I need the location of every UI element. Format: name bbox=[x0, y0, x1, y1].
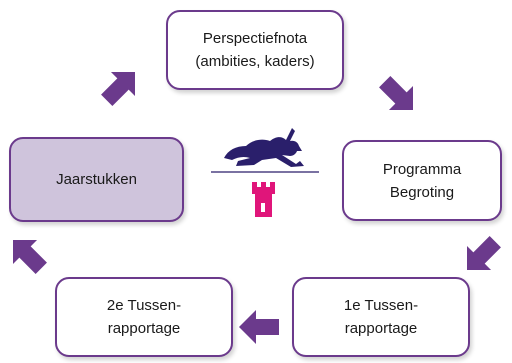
node-2e-tussenrapportage: 2e Tussen- rapportage bbox=[55, 277, 233, 357]
arrow-icon bbox=[94, 59, 148, 113]
node-jaarstukken: Jaarstukken bbox=[9, 137, 184, 222]
hare-icon bbox=[224, 128, 304, 167]
castle-tower-icon bbox=[252, 182, 275, 217]
arrow-icon bbox=[0, 227, 54, 281]
node-1e-tussenrapportage: 1e Tussen- rapportage bbox=[292, 277, 470, 357]
node-perspectiefnota: Perspectiefnota (ambities, kaders) bbox=[166, 10, 344, 90]
node-programma-begroting: Programma Begroting bbox=[342, 140, 502, 221]
arrow-icon bbox=[239, 310, 279, 344]
arrow-icon bbox=[372, 69, 426, 123]
arrow-icon bbox=[454, 229, 508, 283]
